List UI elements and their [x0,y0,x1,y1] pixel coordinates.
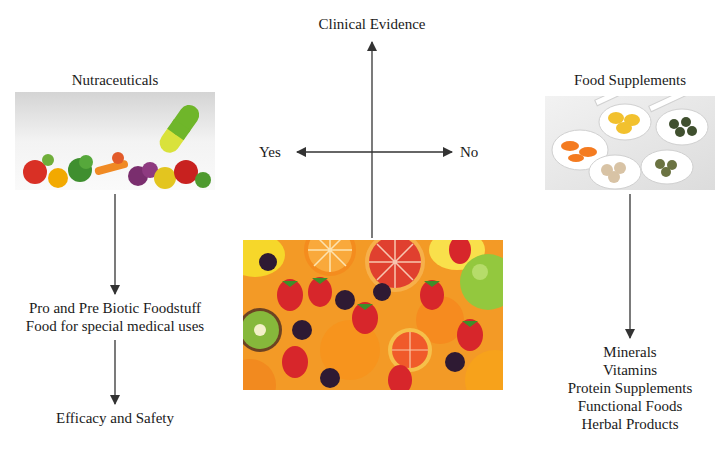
outcome-node: Efficacy and Safety [49,406,182,430]
decision-node: Clinical Evidence [311,12,433,36]
fruit-photo [243,240,503,390]
node-text: Clinical Evidence [317,15,427,33]
node-text: Efficacy and Safety [55,409,176,427]
branch-arrows [297,42,452,238]
branch-label: Yes [257,143,283,161]
item-list: Pro and Pre Biotic FoodstuffFood for spe… [19,296,212,338]
nutraceuticals-photo [15,92,215,190]
node-text: Food for special medical uses [25,317,206,335]
node-text: Food Supplements [548,71,712,89]
category-box: Nutraceuticals [13,68,217,192]
item-list: MineralsVitaminsProtein SupplementsFunct… [561,340,700,436]
node-text: Nutraceuticals [19,71,211,89]
branch-label: No [458,143,480,161]
node-text: Functional Foods [567,397,694,415]
node-text: Minerals [567,343,694,361]
flow-arrow [629,194,630,338]
supplements-photo [545,96,715,190]
node-text: Pro and Pre Biotic Foodstuff [25,299,206,317]
node-text: Protein Supplements [567,379,694,397]
flow-arrow [114,194,115,294]
category-box: Food Supplements [542,68,718,192]
node-text: Vitamins [567,361,694,379]
node-text: Herbal Products [567,415,694,433]
flow-arrow [114,340,115,404]
